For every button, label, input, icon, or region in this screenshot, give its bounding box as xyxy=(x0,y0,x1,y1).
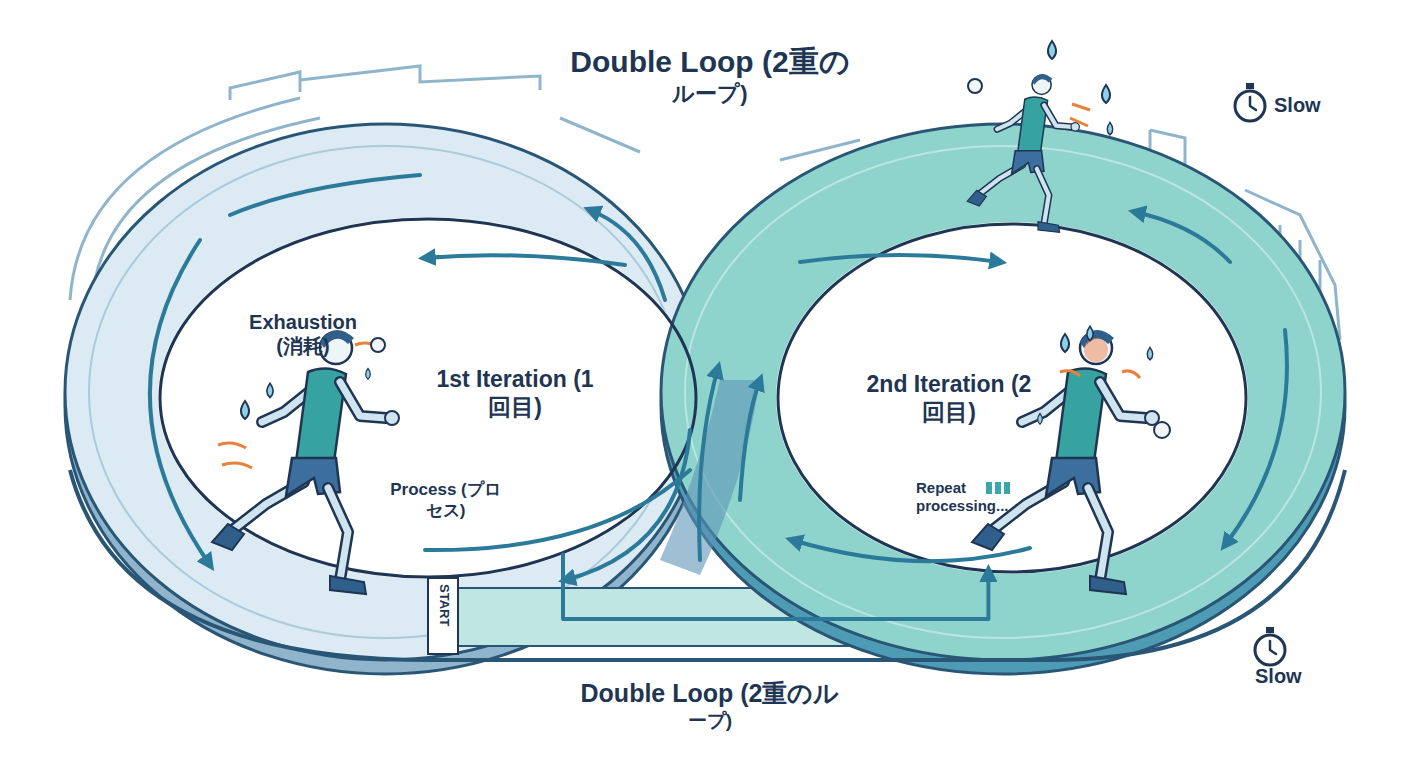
state-label: Exhaustion (消耗) xyxy=(236,310,370,359)
loop-label: 1st Iteration (1回目) xyxy=(430,365,600,421)
runner-tired xyxy=(212,330,399,594)
flow-arrow xyxy=(800,255,1000,262)
flow-arrow xyxy=(740,380,760,500)
flow-arrow xyxy=(590,210,665,300)
runner xyxy=(972,330,1159,594)
bar-cell xyxy=(1004,482,1010,494)
sweat-drop xyxy=(241,401,249,419)
runner xyxy=(212,330,399,594)
flow-line xyxy=(230,175,420,215)
bar-cell xyxy=(995,482,1001,494)
flow-connector xyxy=(563,553,988,619)
breath-puff xyxy=(371,338,385,352)
start-marker: START xyxy=(432,584,456,626)
runner xyxy=(967,74,1079,232)
flow-arrow xyxy=(699,368,718,560)
runner-exhausted xyxy=(972,326,1170,594)
status-label: Repeat processing... xyxy=(916,479,1041,516)
breath-puff xyxy=(1154,422,1170,438)
motion-lines xyxy=(1060,371,1140,378)
sweat-drop xyxy=(1038,413,1043,424)
start-line xyxy=(428,578,458,654)
flow-arrow xyxy=(150,240,210,565)
left-track xyxy=(65,124,705,660)
sweat-drop xyxy=(1102,85,1110,103)
flow-arrow xyxy=(1135,212,1230,262)
track-edge xyxy=(430,600,1050,601)
flow-arrow xyxy=(425,255,625,265)
motion-lines xyxy=(1070,104,1090,126)
track-outline xyxy=(70,470,1345,660)
speed-label: Slow xyxy=(1274,93,1344,117)
process-label: Process (プロセス) xyxy=(388,480,503,521)
sweat-drop xyxy=(1107,122,1113,135)
breath-puff xyxy=(968,79,982,93)
sweat-drop xyxy=(1061,334,1069,352)
stand-line xyxy=(560,118,640,152)
sweat-drop xyxy=(366,368,371,379)
motion-lines xyxy=(218,443,252,468)
lane-line xyxy=(685,146,1321,638)
sweat-drop xyxy=(1048,41,1056,59)
bar-cell xyxy=(986,482,992,494)
right-track xyxy=(661,124,1345,660)
diagram-title: Double Loop (2重のループ) xyxy=(570,44,850,107)
diagram-caption: Double Loop (2重のループ) xyxy=(570,678,850,732)
stopwatch-icon xyxy=(1255,627,1285,665)
runner-top xyxy=(967,41,1113,232)
sweat-drop xyxy=(267,383,273,397)
flushed-face xyxy=(1084,338,1108,362)
stand-block xyxy=(300,66,540,90)
sweat-drop xyxy=(1087,326,1093,340)
sweat-drop xyxy=(1147,347,1153,360)
flow-arrow xyxy=(565,430,690,580)
progress-bar xyxy=(986,482,1010,494)
speed-label: Slow xyxy=(1255,664,1325,688)
flow-arrow xyxy=(1225,330,1287,545)
loop-label: 2nd Iteration (2回目) xyxy=(864,370,1034,426)
stand-block xyxy=(230,72,300,100)
stopwatch-icon xyxy=(1235,83,1265,121)
